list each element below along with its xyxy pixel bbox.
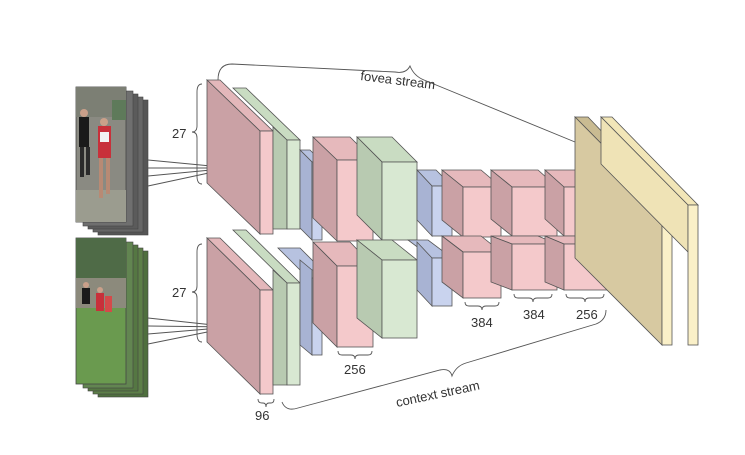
fc7-layer <box>600 116 699 346</box>
context-conv3-layer <box>440 235 503 299</box>
ch-96-bracket <box>257 398 275 408</box>
context-size-label: 27 <box>172 285 186 300</box>
fovea-image <box>75 86 127 223</box>
context-norm2-layer <box>355 239 419 339</box>
fovea-norm2-layer <box>356 136 418 241</box>
fovea-size-label: 27 <box>172 126 186 141</box>
ch-256-b-bracket <box>565 293 605 303</box>
fovea-input-image-stack <box>75 86 149 236</box>
context-size-bracket <box>191 243 203 343</box>
ch-256-b-label: 256 <box>576 307 598 322</box>
fovea-size-bracket <box>191 83 203 185</box>
ch-384-a-label: 384 <box>471 315 493 330</box>
context-image <box>75 237 127 385</box>
ch-256-a-label: 256 <box>344 362 366 377</box>
ch-384-a-bracket <box>464 301 500 311</box>
fovea-stream-bracket <box>217 63 576 143</box>
ch-384-b-label: 384 <box>523 307 545 322</box>
fovea-conv1-layer <box>206 79 274 235</box>
ch-384-b-bracket <box>513 293 553 303</box>
context-stream-bracket <box>281 309 607 410</box>
fovea-norm1-layer <box>232 87 301 230</box>
fovea-conv4-layer <box>489 169 559 237</box>
context-stream-label: context stream <box>395 378 482 410</box>
context-input-image-stack <box>75 237 149 398</box>
fovea-stream-label: fovea stream <box>360 68 436 92</box>
ch-96-label: 96 <box>255 408 269 423</box>
context-conv1-layer <box>206 237 274 395</box>
ch-256-a-bracket <box>337 350 373 360</box>
